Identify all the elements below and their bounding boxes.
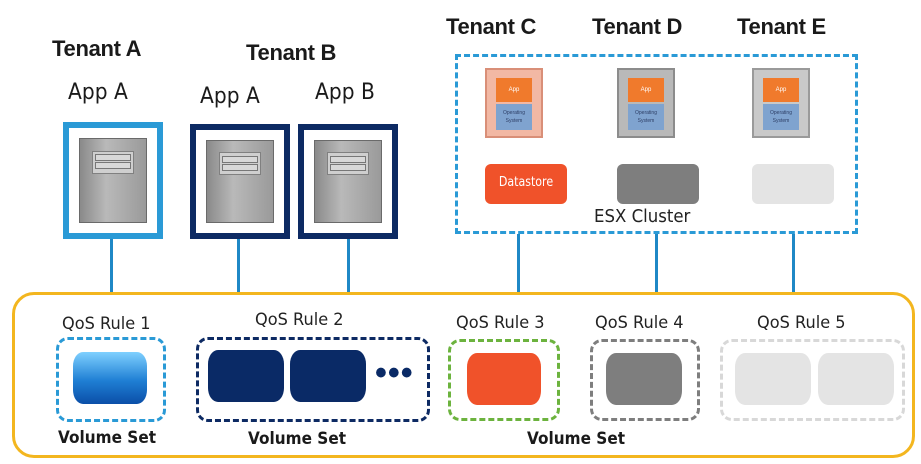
server-icon xyxy=(79,138,147,223)
qos-rule-4-box xyxy=(590,339,700,421)
server-tenant-b-app-a xyxy=(190,124,290,239)
server-slot xyxy=(94,162,132,170)
connector-line xyxy=(110,239,113,294)
tenant-a-label: Tenant A xyxy=(52,36,142,61)
volume-rule-5b xyxy=(818,353,894,405)
qos-rule-3-box xyxy=(448,339,560,421)
vm-app-bar: App xyxy=(496,78,532,102)
volume-rule-3 xyxy=(467,353,541,405)
qos-rule-3-label: QoS Rule 3 xyxy=(456,313,545,333)
vm-os-bar: Operating System xyxy=(496,104,532,130)
volume-rule-4 xyxy=(606,353,682,405)
connector-line xyxy=(347,239,350,294)
vm-tenant-d: App Operating System xyxy=(617,68,675,138)
tenant-b-label: Tenant B xyxy=(246,40,337,65)
qos-rule-4-label: QoS Rule 4 xyxy=(595,313,684,333)
server-slot xyxy=(94,153,132,161)
connector-line xyxy=(517,234,520,294)
server-slot xyxy=(329,155,367,163)
volume-rule-2b xyxy=(290,350,366,402)
storage-array xyxy=(12,292,915,458)
server-icon xyxy=(314,140,382,223)
datastore-tenant-e xyxy=(752,164,834,204)
qos-rule-2-label: QoS Rule 2 xyxy=(255,310,344,330)
connector-line xyxy=(655,234,658,294)
server-slot xyxy=(221,155,259,163)
volume-rule-1 xyxy=(73,352,147,404)
server-tenant-b-app-b xyxy=(298,124,398,239)
app-a-tenant-a-label: App A xyxy=(68,80,128,105)
app-a-tenant-b-label: App A xyxy=(200,84,260,109)
vm-os-bar: Operating System xyxy=(628,104,664,130)
datastore-tenant-d xyxy=(617,164,699,204)
connector-line xyxy=(237,239,240,294)
datastore-label: Datastore xyxy=(498,175,554,190)
qos-rule-1-label: QoS Rule 1 xyxy=(62,314,151,334)
volume-rule-2a xyxy=(208,350,284,402)
volume-set-label-1: Volume Set xyxy=(58,428,157,448)
vm-app-bar: App xyxy=(628,78,664,102)
volume-set-label-2: Volume Set xyxy=(248,429,347,449)
vm-app-bar: App xyxy=(763,78,799,102)
server-slot xyxy=(221,163,259,171)
tenant-d-label: Tenant D xyxy=(592,14,683,39)
tenant-e-label: Tenant E xyxy=(737,14,826,39)
app-b-tenant-b-label: App B xyxy=(315,80,375,105)
more-volumes-ellipsis: ••• xyxy=(375,354,414,392)
esx-cluster-label: ESX Cluster xyxy=(594,206,691,227)
qos-rule-5-label: QoS Rule 5 xyxy=(757,313,846,333)
qos-rule-1-box xyxy=(56,337,166,422)
vm-os-bar: Operating System xyxy=(763,104,799,130)
server-slot xyxy=(329,163,367,171)
datastore-tenant-c: Datastore xyxy=(485,164,567,204)
server-tenant-a xyxy=(63,122,163,239)
connector-line xyxy=(792,234,795,294)
qos-rule-5-box xyxy=(720,339,905,421)
server-icon xyxy=(206,140,274,223)
volume-set-label-3: Volume Set xyxy=(527,429,626,449)
vm-tenant-c: App Operating System xyxy=(485,68,543,138)
tenant-c-label: Tenant C xyxy=(446,14,537,39)
volume-rule-5a xyxy=(735,353,811,405)
esx-cluster-box xyxy=(455,54,858,234)
qos-rule-2-box xyxy=(196,337,430,422)
vm-tenant-e: App Operating System xyxy=(752,68,810,138)
